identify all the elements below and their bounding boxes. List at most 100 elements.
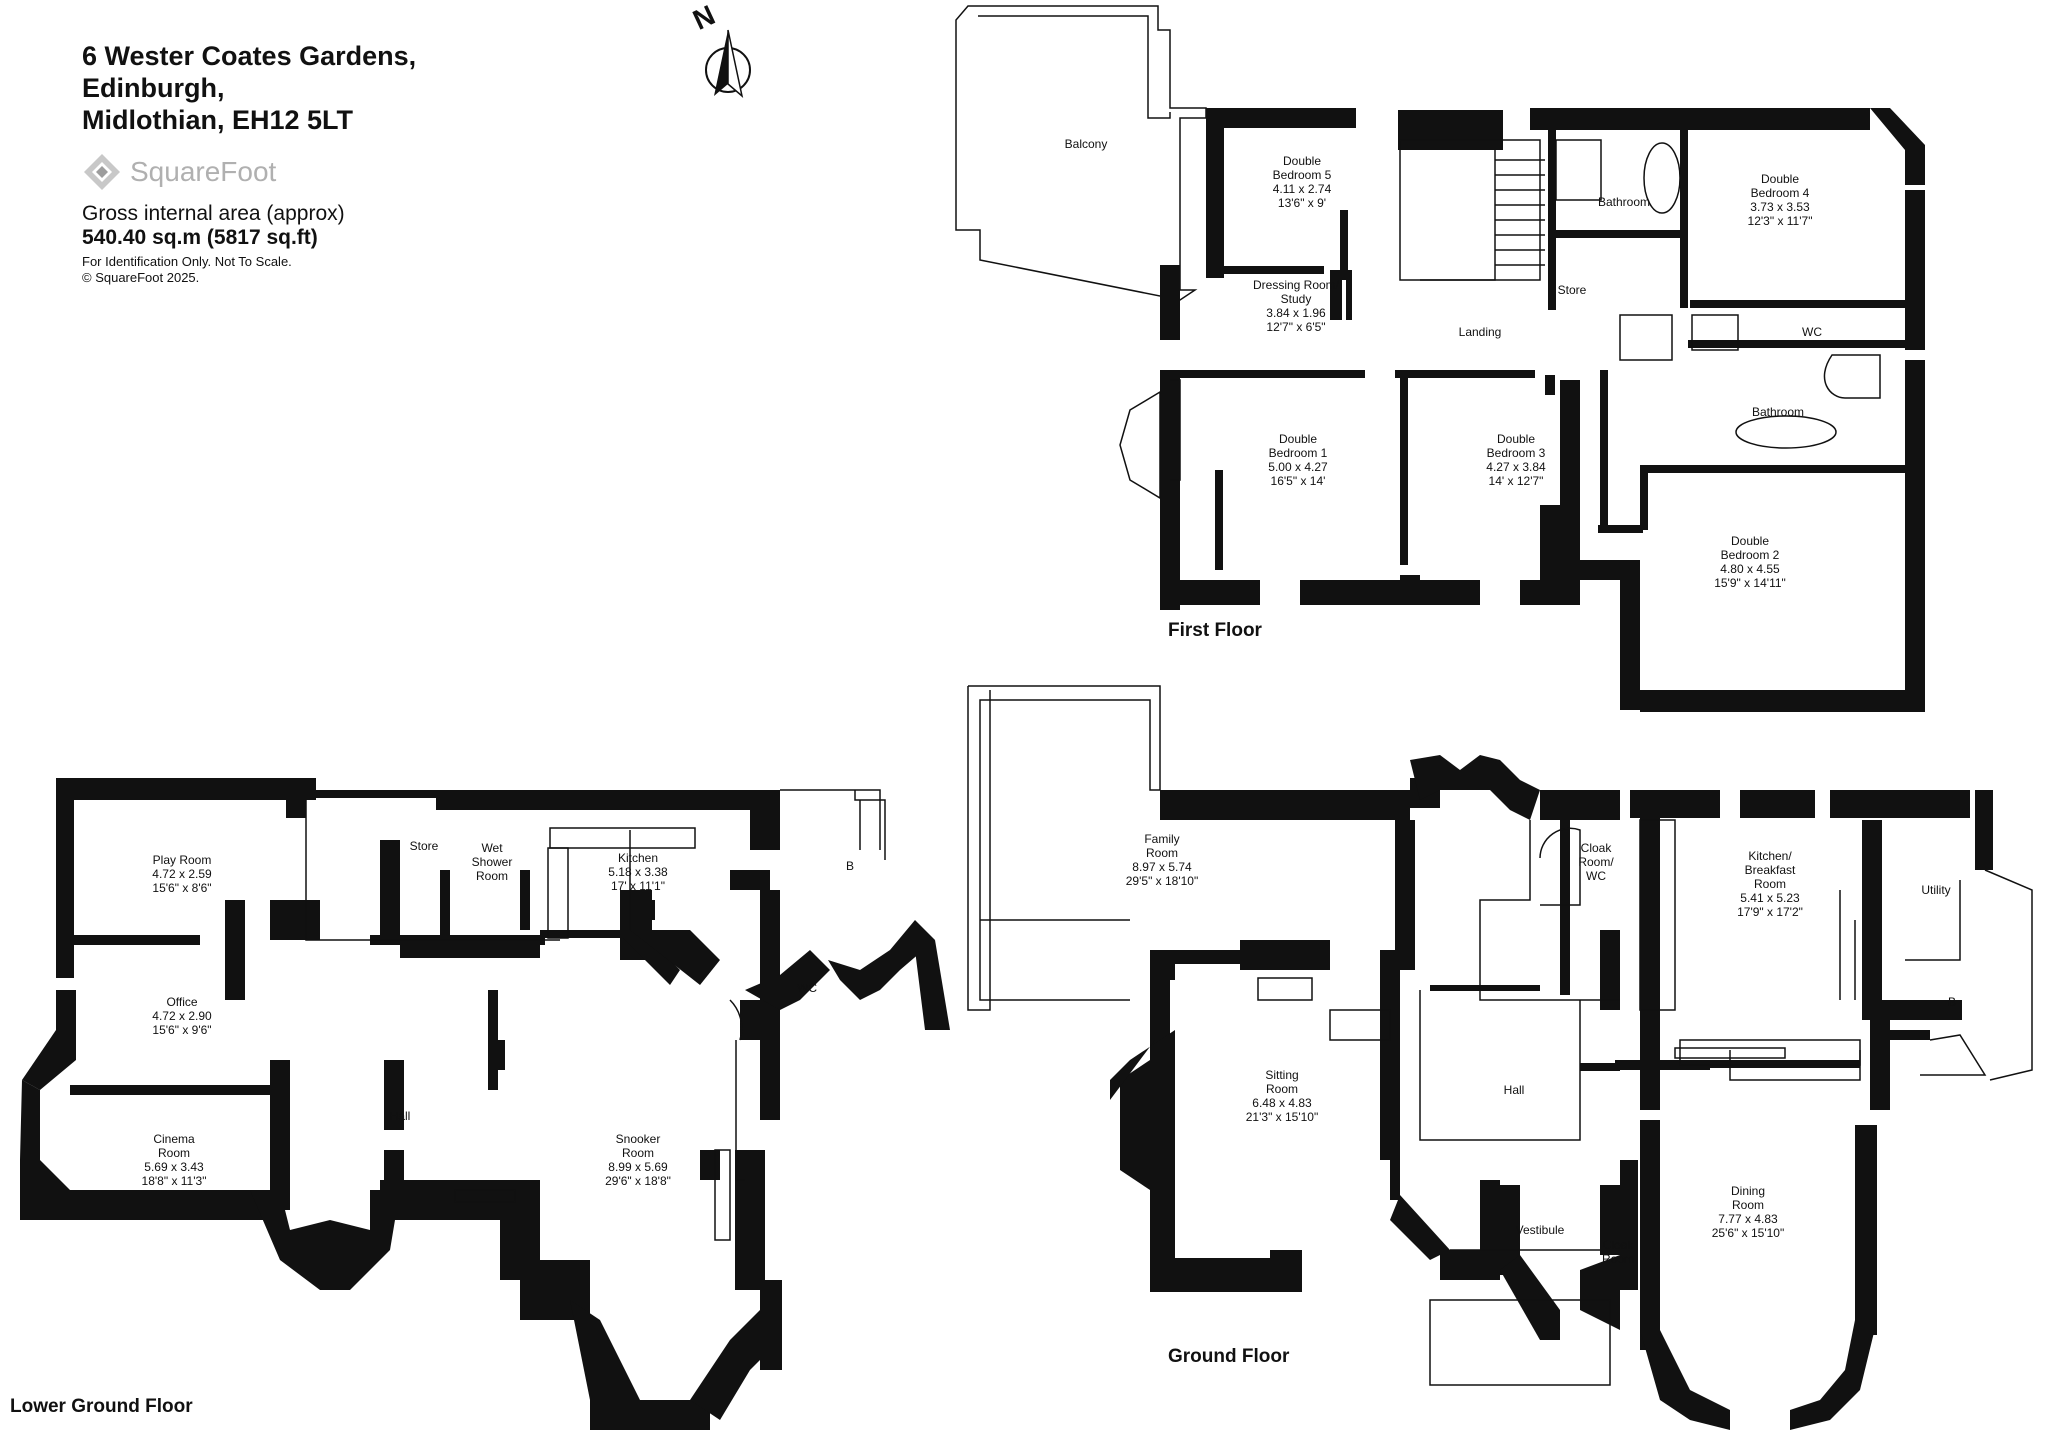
room-label-line: 17' x 11'1": [611, 879, 665, 893]
room-label-line: B: [846, 859, 854, 873]
room-label-line: Study: [1281, 292, 1312, 306]
room-label-line: 12'7" x 6'5": [1266, 320, 1325, 334]
floor-label-ground: Ground Floor: [1168, 1346, 1290, 1367]
room-label-line: Vestibule: [1516, 1223, 1565, 1237]
room-label-line: WC: [1586, 869, 1606, 883]
room-label-line: Room: [1732, 1198, 1764, 1212]
room-label-line: 8.99 x 5.69: [608, 1160, 668, 1174]
room-label-line: 18'8" x 11'3": [142, 1174, 207, 1188]
room-label-line: Double: [1283, 154, 1321, 168]
room-label-bathroom-first: Bathroom: [1752, 405, 1804, 419]
gross-area-value: 540.40 sq.m (5817 sq.ft): [82, 226, 318, 249]
room-label-line: Sitting: [1265, 1068, 1298, 1082]
room-label-line: Dressing Room/: [1253, 278, 1340, 292]
room-label-line: 15'9" x 14'11": [1714, 576, 1786, 590]
room-label-line: Hall: [390, 1109, 411, 1123]
room-label-line: 4.11 x 2.74: [1273, 182, 1332, 196]
room-label-line: Room: [1146, 846, 1178, 860]
room-label-line: Bedroom 3: [1487, 446, 1546, 460]
room-label-line: Kitchen/: [1748, 849, 1792, 863]
room-label-wc-lower: WC: [797, 981, 817, 995]
room-label-hall-lower: Hall: [390, 1109, 411, 1123]
brand-name: SquareFoot: [130, 156, 277, 187]
room-label-line: Bedroom 4: [1751, 186, 1810, 200]
brand-logo: SquareFoot: [82, 152, 416, 192]
copyright: © SquareFoot 2025.: [82, 270, 200, 285]
room-label-line: Room: [476, 869, 508, 883]
room-label-line: 29'6" x 18'8": [605, 1174, 671, 1188]
room-label-hall-ground: Hall: [1504, 1083, 1525, 1097]
room-label-line: Bedroom 5: [1273, 168, 1332, 182]
room-label-line: Store: [410, 839, 439, 853]
room-label-line: Room: [1266, 1082, 1298, 1096]
room-label-line: 16'5" x 14': [1271, 474, 1326, 488]
room-label-line: 4.27 x 3.84: [1486, 460, 1546, 474]
room-label-line: 15'6" x 8'6": [152, 881, 211, 895]
room-label-line: 5.18 x 3.38: [608, 865, 668, 879]
room-label-line: 8.97 x 5.74: [1132, 860, 1192, 874]
room-label-bathroom-top: Bathroom: [1598, 195, 1650, 209]
room-label-line: Snooker: [616, 1132, 661, 1146]
squarefoot-logo-icon: [84, 154, 120, 190]
address-line-3: Midlothian, EH12 5LT: [82, 105, 354, 135]
room-label-line: Bedroom 1: [1269, 446, 1328, 460]
room-label-line: 4.72 x 2.90: [152, 1009, 212, 1023]
room-label-line: Cloak: [1603, 1238, 1635, 1252]
north-arrow-icon: [705, 29, 751, 99]
room-label-line: Balcony: [1065, 137, 1108, 151]
room-label-line: Double: [1731, 534, 1769, 548]
room-label-balcony: Balcony: [1065, 137, 1108, 151]
room-label-line: Room: [1602, 1252, 1634, 1266]
room-label-boiler-lower: B: [846, 859, 854, 873]
room-label-line: 5.69 x 3.43: [144, 1160, 204, 1174]
address-line-2: Edinburgh,: [82, 73, 225, 103]
room-label-line: 13'6" x 9': [1278, 196, 1326, 210]
room-label-line: Double: [1497, 432, 1535, 446]
address-line-1: 6 Wester Coates Gardens,: [82, 41, 417, 71]
room-label-line: Breakfast: [1745, 863, 1796, 877]
floor-label-first: First Floor: [1168, 620, 1262, 641]
room-label-line: Store: [1558, 283, 1587, 297]
room-label-line: WC: [1802, 325, 1822, 339]
room-label-line: 29'5" x 18'10": [1126, 874, 1199, 888]
room-label-line: 12'3" x 11'7": [1748, 214, 1813, 228]
room-label-line: Bathroom: [1598, 195, 1650, 209]
balcony-outline: [955, 5, 1207, 301]
room-label-line: Kitchen: [618, 851, 658, 865]
room-label-line: 7.77 x 4.83: [1718, 1212, 1778, 1226]
room-label-line: Cinema: [153, 1132, 195, 1146]
room-label-line: 4.72 x 2.59: [152, 867, 212, 881]
room-label-line: 5.41 x 5.23: [1740, 891, 1800, 905]
room-label-line: 4.80 x 4.55: [1720, 562, 1780, 576]
room-label-line: 21'3" x 15'10": [1246, 1110, 1319, 1124]
room-label-line: Double: [1279, 432, 1317, 446]
room-label-line: 3.84 x 1.96: [1266, 306, 1326, 320]
room-label-line: Play Room: [153, 853, 212, 867]
room-label-line: 15'6" x 9'6": [152, 1023, 211, 1037]
room-label-line: 3.73 x 3.53: [1750, 200, 1810, 214]
room-label-line: Wet: [481, 841, 503, 855]
room-label-store-first: Store: [1558, 283, 1587, 297]
room-label-line: Office: [166, 995, 197, 1009]
room-label-boiler-ground: B: [1948, 995, 1956, 1009]
room-label-line: WC: [797, 981, 817, 995]
room-label-line: Shower: [472, 855, 513, 869]
room-label-line: Bathroom: [1752, 405, 1804, 419]
